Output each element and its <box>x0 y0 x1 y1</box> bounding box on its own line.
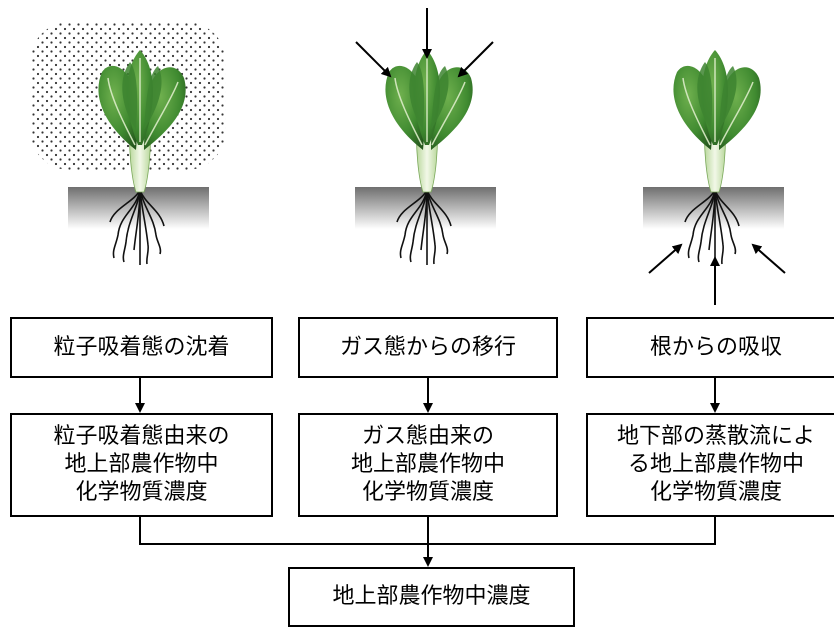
concentration-box-gas: ガス態由来の 地上部農作物中 化学物質濃度 <box>298 413 558 517</box>
plant-icon <box>384 49 474 266</box>
root-uptake-illustration <box>643 49 786 305</box>
arrow-diagonal-icon <box>648 243 683 274</box>
concentration-line: 地上部農作物中 <box>64 452 219 477</box>
source-box-root: 根からの吸収 <box>586 317 834 378</box>
concentration-box-particle: 粒子吸着態由来の 地上部農作物中 化学物質濃度 <box>10 413 273 517</box>
concentration-line: 化学物質濃度 <box>649 480 782 505</box>
source-label: 根からの吸収 <box>649 334 782 360</box>
final-concentration-box: 地上部農作物中濃度 <box>288 567 575 627</box>
concentration-line: る地上部農作物中 <box>627 452 804 477</box>
arrow-diagonal-icon <box>355 41 392 78</box>
source-label: ガス態からの移行 <box>339 334 516 360</box>
concentration-line: ガス態由来の <box>361 424 494 449</box>
concentration-line: 化学物質濃度 <box>75 480 208 505</box>
source-box-particle: 粒子吸着態の沈着 <box>10 317 273 378</box>
concentration-box-root: 地下部の蒸散流によ る地上部農作物中 化学物質濃度 <box>586 413 834 517</box>
concentration-line: 地上部農作物中 <box>350 452 505 477</box>
source-label: 粒子吸着態の沈着 <box>53 334 230 360</box>
concentration-line: 化学物質濃度 <box>361 480 494 505</box>
gas-transfer-illustration <box>355 8 496 266</box>
particle-deposition-illustration <box>30 22 226 266</box>
plant-icon <box>672 49 762 266</box>
source-box-gas: ガス態からの移行 <box>298 317 558 378</box>
arrow-diagonal-icon <box>457 41 494 78</box>
concentration-line: 粒子吸着態由来の <box>53 424 230 449</box>
final-label: 地上部農作物中濃度 <box>332 584 531 609</box>
arrow-diagonal-icon <box>751 243 786 274</box>
concentration-line: 地下部の蒸散流によ <box>616 424 815 449</box>
connector-lines <box>135 378 720 567</box>
